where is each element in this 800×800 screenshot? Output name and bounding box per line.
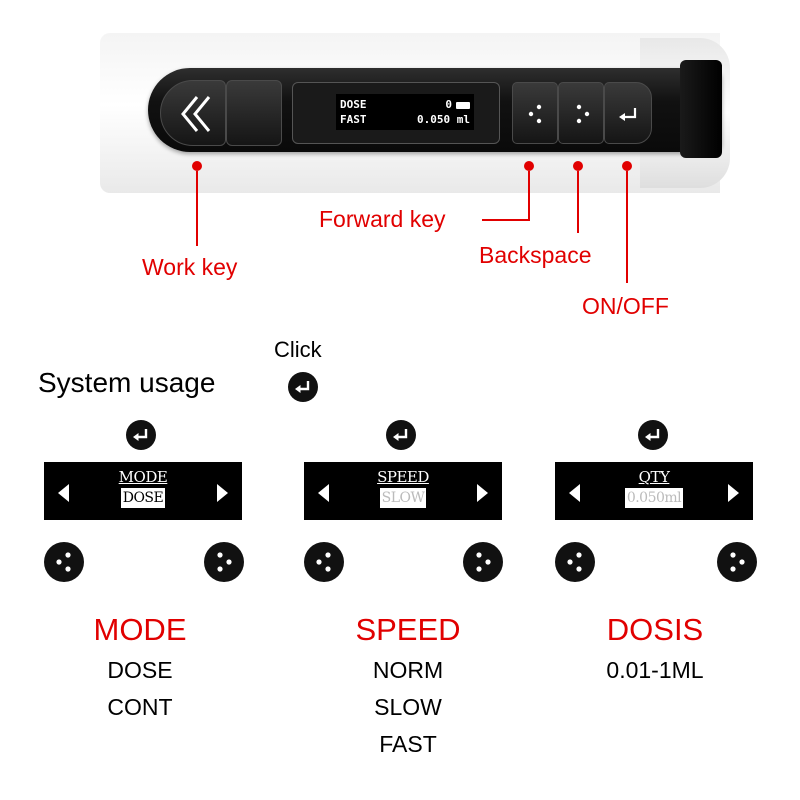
panel-enter-button xyxy=(126,420,156,450)
panel-backspace-button xyxy=(463,542,503,582)
panel-screen-title: MODE xyxy=(118,468,168,486)
enter-arrow-icon xyxy=(133,429,148,441)
enter-arrow-icon xyxy=(645,429,660,441)
battery-icon xyxy=(456,101,470,109)
onoff-line xyxy=(626,171,628,283)
forward-key-line-v xyxy=(528,171,530,221)
section-title: System usage xyxy=(38,367,216,398)
three-dots-icon xyxy=(56,552,71,572)
three-dots-icon xyxy=(316,552,331,572)
onoff-label: ON/OFF xyxy=(582,293,669,319)
forward-key[interactable] xyxy=(512,82,558,144)
category-title: SPEED xyxy=(355,612,461,647)
panel-screen: MODE DOSE xyxy=(44,462,242,520)
work-key-line xyxy=(196,171,198,246)
category-option: 0.01-1ML xyxy=(606,657,704,683)
backspace-label: Backspace xyxy=(479,242,592,268)
screen-count-text: 0 xyxy=(445,98,452,111)
panel-screen-title: SPEED xyxy=(377,468,429,486)
arrow-right-icon xyxy=(477,484,488,502)
forward-key-label: Forward key xyxy=(319,206,446,232)
panel-forward-button xyxy=(44,542,84,582)
panel-screen-value: DOSE xyxy=(120,488,166,508)
three-dots-icon xyxy=(730,552,745,572)
three-dots-icon xyxy=(476,552,491,572)
panel-enter-button xyxy=(386,420,416,450)
panel-screen: SPEED SLOW xyxy=(304,462,502,520)
forward-key-line-h xyxy=(482,219,530,221)
arrow-left-icon xyxy=(569,484,580,502)
panel-screen-value: 0.050ml xyxy=(624,488,684,508)
onoff-marker xyxy=(622,161,632,171)
category-title: DOSIS xyxy=(606,612,704,647)
panel-enter-button xyxy=(638,420,668,450)
screen-dose-text: 0.050 ml xyxy=(417,113,470,126)
work-key[interactable] xyxy=(160,80,226,146)
panel-forward-button xyxy=(304,542,344,582)
panel-screen: QTY 0.050ml xyxy=(555,462,753,520)
work-key-label: Work key xyxy=(142,254,238,280)
arrow-left-icon xyxy=(58,484,69,502)
backspace-line xyxy=(577,171,579,233)
arrow-right-icon xyxy=(728,484,739,502)
click-label: Click xyxy=(274,337,322,362)
three-dots-icon xyxy=(567,552,582,572)
backspace-key[interactable] xyxy=(558,82,604,144)
device-screen: DOSE 0 FAST 0.050 ml xyxy=(336,94,474,130)
category-option: FAST xyxy=(379,731,437,757)
category-title: MODE xyxy=(93,612,187,647)
control-panel-tip xyxy=(680,60,722,158)
enter-button xyxy=(288,372,318,402)
blank-key xyxy=(226,80,282,146)
three-dots-icon xyxy=(576,104,590,124)
panel-forward-button xyxy=(555,542,595,582)
category-option: NORM xyxy=(372,657,444,683)
work-key-marker xyxy=(192,161,202,171)
panel-backspace-button xyxy=(204,542,244,582)
panel-screen-title: QTY xyxy=(638,468,670,486)
forward-key-marker xyxy=(524,161,534,171)
category-option: CONT xyxy=(107,694,173,720)
category-option: DOSE xyxy=(107,657,173,683)
panel-screen-value: SLOW xyxy=(379,488,427,508)
arrow-left-icon xyxy=(318,484,329,502)
enter-arrow-icon xyxy=(619,108,637,121)
panel-backspace-button xyxy=(717,542,757,582)
three-dots-icon xyxy=(528,104,542,124)
category-option: SLOW xyxy=(374,694,442,720)
screen-mode-text: DOSE xyxy=(340,98,367,111)
enter-arrow-icon xyxy=(295,381,310,393)
screen-speed-text: FAST xyxy=(340,113,367,126)
three-dots-icon xyxy=(217,552,232,572)
arrow-right-icon xyxy=(217,484,228,502)
onoff-key[interactable] xyxy=(604,82,652,144)
enter-arrow-icon xyxy=(393,429,408,441)
double-chevron-left-icon xyxy=(181,96,211,132)
backspace-marker xyxy=(573,161,583,171)
